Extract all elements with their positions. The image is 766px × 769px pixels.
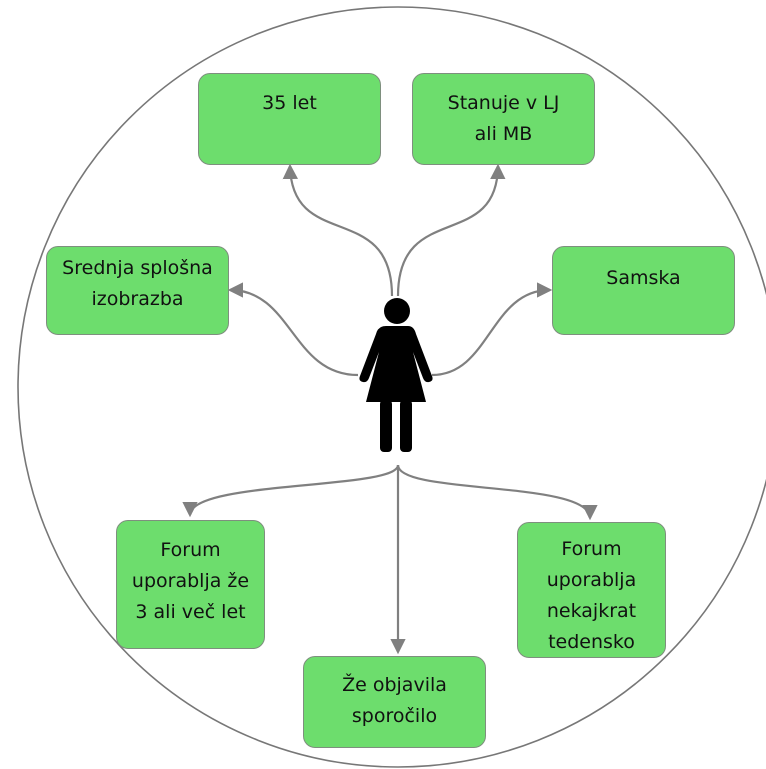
arrow-to-forum-years [182, 464, 400, 518]
node-forum-frequency: Forum uporablja nekajkrat tedensko [517, 522, 666, 658]
node-forum-years: Forum uporablja že 3 ali več let [116, 520, 265, 649]
node-education-label: Srednja splošna izobrazba [62, 257, 213, 310]
node-education: Srednja splošna izobrazba [46, 246, 229, 335]
node-posted-label: Že objavila sporočilo [342, 674, 447, 727]
node-residence-label: Stanuje v LJ ali MB [447, 92, 560, 145]
arrow-to-status [431, 282, 553, 377]
node-age-label: 35 let [262, 92, 317, 114]
node-forum-years-label: Forum uporablja že 3 ali več let [131, 539, 250, 623]
arrow-to-education [227, 282, 359, 377]
node-forum-frequency-label: Forum uporablja nekajkrat tedensko [546, 538, 637, 653]
woman-person-icon [359, 298, 433, 452]
node-age: 35 let [198, 73, 381, 165]
arrow-to-residence [396, 163, 506, 297]
outer-circle [17, 6, 766, 768]
node-residence: Stanuje v LJ ali MB [412, 73, 595, 165]
node-status: Samska [552, 246, 735, 335]
node-posted: Že objavila sporočilo [303, 656, 486, 748]
arrow-to-age [282, 163, 394, 297]
node-status-label: Samska [606, 267, 681, 289]
arrow-to-forum-frequency [396, 464, 598, 521]
